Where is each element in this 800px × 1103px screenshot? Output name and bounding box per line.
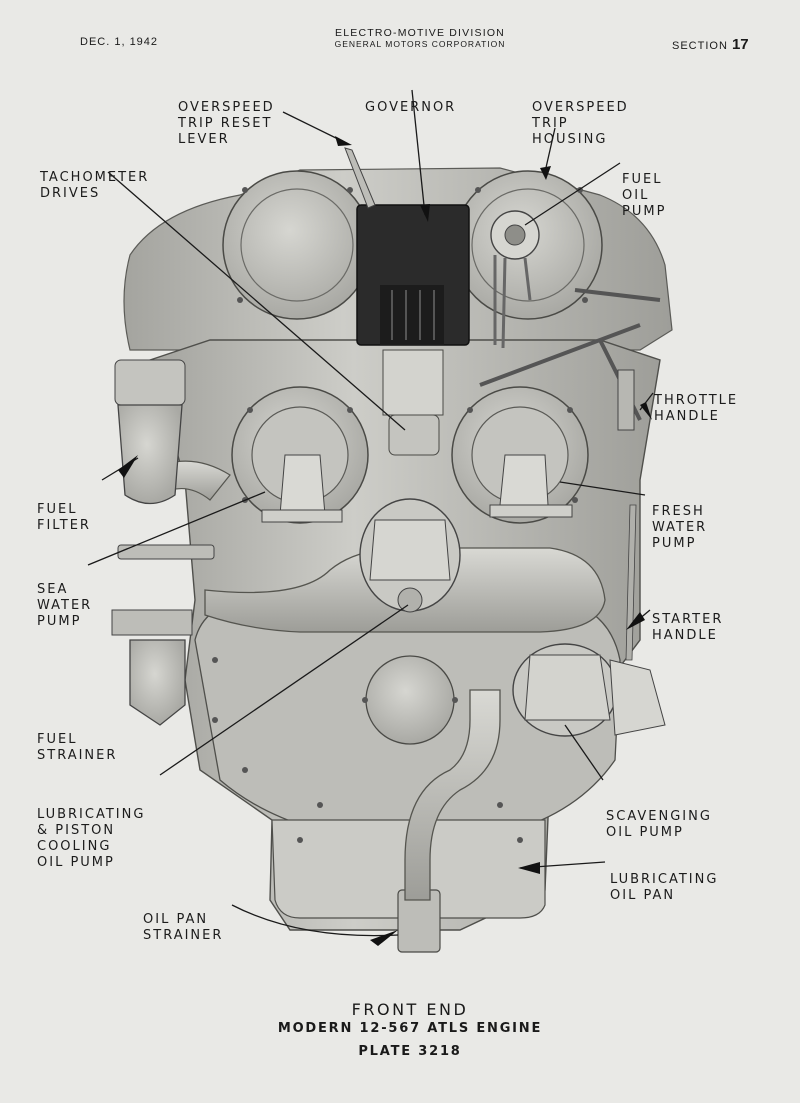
caption-subtitle: MODERN 12-567 ATLS ENGINE (277, 1021, 543, 1036)
lubricating-oil-pump (359, 498, 461, 613)
caption-plate: PLATE 3218 (358, 1044, 462, 1059)
header-date: DEC. 1, 1942 (80, 36, 159, 48)
fuel-filter (114, 359, 215, 560)
caption-title: FRONT END (351, 1000, 469, 1019)
governor-unit (356, 204, 470, 456)
header-section: SECTION 17 (672, 36, 749, 53)
section-number: 17 (731, 36, 749, 53)
starter-handle (625, 504, 637, 661)
throttle-linkage (479, 288, 661, 431)
section-label: SECTION (672, 40, 728, 52)
header-division: ELECTRO-MOTIVE DIVISION (335, 27, 505, 39)
leader-lines (87, 89, 654, 937)
label-governor: GOVERNOR (365, 100, 457, 115)
water-pump-housings (231, 386, 589, 524)
leader-arrowheads (118, 136, 652, 946)
header-organization: ELECTRO-MOTIVE DIVISION GENERAL MOTORS C… (300, 28, 540, 50)
header-corporation: GENERAL MOTORS CORPORATION (334, 39, 506, 49)
fuel-strainer (111, 609, 193, 726)
scavenging-oil-pump (512, 643, 666, 737)
